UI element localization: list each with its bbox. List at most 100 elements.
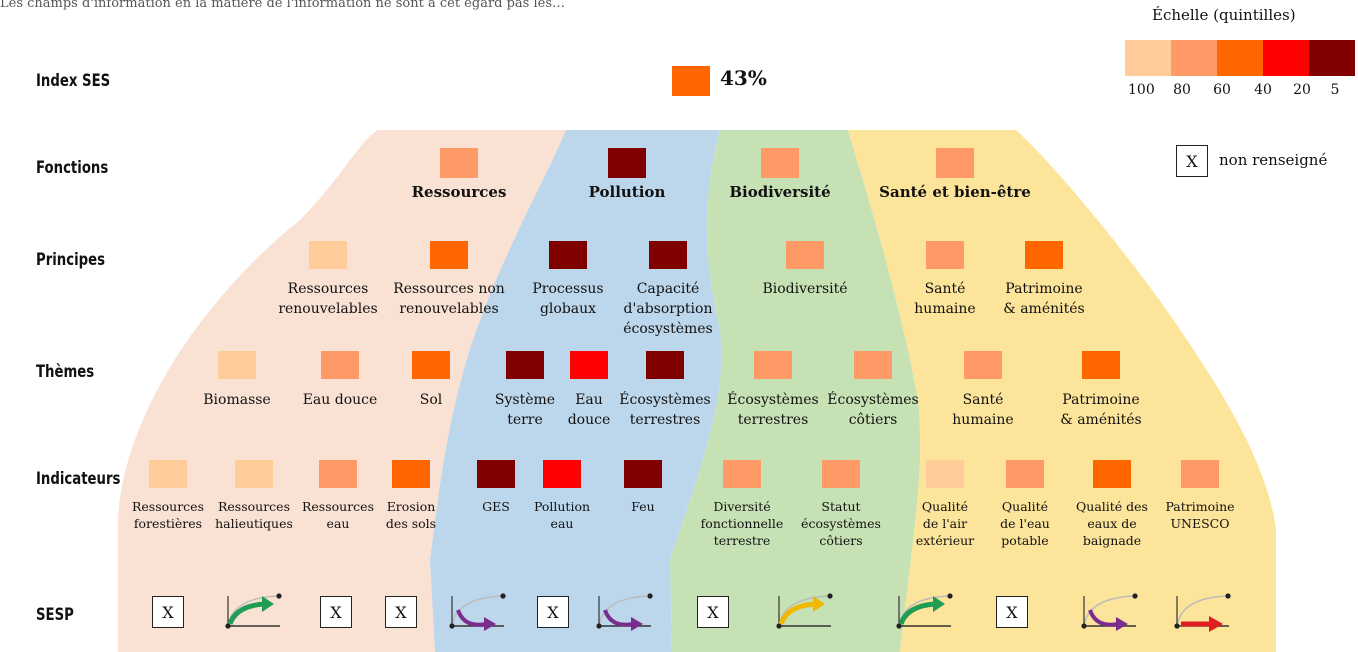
- scale-label: 100: [1128, 82, 1155, 98]
- indicateur-square: [392, 460, 430, 488]
- scale-label: 80: [1173, 82, 1191, 98]
- indicateur-label-l3: potable: [1001, 533, 1049, 548]
- theme-square: [964, 351, 1002, 379]
- indicateur-label-l2: fonctionnelle: [700, 516, 784, 531]
- theme-label-l1: Sol: [419, 392, 443, 408]
- theme-label-l1: Écosystèmes: [727, 392, 819, 408]
- indicateur-label: Qualité des eaux de baignade: [1032, 498, 1192, 549]
- principe-square: [549, 241, 587, 269]
- indicateur-label-l1: Qualité: [921, 499, 969, 514]
- theme-square: [218, 351, 256, 379]
- principe-square: [1025, 241, 1063, 269]
- indicateur-label: Diversité fonctionnelle terrestre: [662, 498, 822, 549]
- principe-label: Ressources renouvelables: [248, 279, 408, 319]
- principe-square: [649, 241, 687, 269]
- trend-down-purple-icon: [449, 593, 506, 631]
- band-pollution: [430, 130, 722, 652]
- indicateur-label-l2: écosystèmes: [801, 516, 881, 531]
- fonction-label: Santé et bien-être: [879, 183, 1031, 201]
- theme-label-l1: Santé: [962, 392, 1004, 408]
- indicateur-label-l3: baignade: [1082, 533, 1142, 548]
- theme-label-l2: & aménités: [1060, 412, 1142, 428]
- principe-label-l2: globaux: [539, 301, 597, 317]
- principe-square: [926, 241, 964, 269]
- indicateur-label-l1: Ressources: [301, 499, 374, 514]
- theme-label-l1: Eau: [575, 392, 603, 408]
- indicateur-label-l1: Diversité: [713, 499, 771, 514]
- theme-square: [321, 351, 359, 379]
- not-available-box: X: [537, 596, 569, 628]
- principe-label-l1: Santé: [924, 281, 966, 297]
- principe-label-l1: Ressources: [287, 281, 369, 297]
- indicateur-square: [149, 460, 187, 488]
- indicateur-label-l2: de l'eau: [1000, 516, 1050, 531]
- fonction-square: [761, 148, 799, 178]
- fonction-square: [608, 148, 646, 178]
- theme-square: [506, 351, 544, 379]
- scale-swatch: [1171, 40, 1217, 76]
- theme-label-l1: Eau douce: [302, 392, 378, 408]
- indicateur-label-l2: de l'air: [922, 516, 968, 531]
- theme-square: [1082, 351, 1120, 379]
- indicateur-square: [319, 460, 357, 488]
- trend-up-green-icon: [225, 593, 282, 629]
- principe-square: [309, 241, 347, 269]
- fonction-label: Pollution: [588, 183, 666, 201]
- indicateur-square: [235, 460, 273, 488]
- indicateur-label-l3: côtiers: [819, 533, 863, 548]
- theme-label: Eau douce: [509, 390, 669, 430]
- theme-label-l2: terrestres: [737, 412, 809, 428]
- row-label-indicateurs: Indicateurs: [36, 469, 121, 489]
- trend-down-purple-icon: [1081, 593, 1138, 631]
- legend-label: non renseigné: [1219, 151, 1328, 169]
- index-ses-square: [672, 66, 710, 96]
- not-available-box: X: [697, 596, 729, 628]
- indicateur-square: [543, 460, 581, 488]
- indicateur-label-l1: Ressources: [217, 499, 290, 514]
- not-available-box: X: [996, 596, 1028, 628]
- indicateur-label-l1: Ressources: [131, 499, 204, 514]
- indicateur-square: [723, 460, 761, 488]
- theme-square: [412, 351, 450, 379]
- index-ses-value: 43%: [720, 66, 767, 90]
- scale-label: 5: [1330, 82, 1340, 98]
- theme-label: Biomasse: [157, 390, 317, 410]
- theme-label-l1: Biomasse: [203, 392, 271, 408]
- principe-label-l1: Patrimoine: [1005, 281, 1083, 297]
- indicateur-label-l2: UNESCO: [1170, 516, 1230, 531]
- principe-label-l1: Capacité: [636, 281, 700, 297]
- scale-swatch: [1217, 40, 1263, 76]
- scale-label: 20: [1293, 82, 1311, 98]
- scale-swatch: [1263, 40, 1309, 76]
- not-available-box: X: [152, 596, 184, 628]
- row-label-fonctions: Fonctions: [36, 158, 109, 178]
- theme-label-l2: douce: [567, 412, 611, 428]
- row-label-principes: Principes: [36, 250, 106, 270]
- principe-label-l2: & aménités: [1003, 301, 1085, 317]
- indicateur-label-l1: Pollution: [533, 499, 591, 514]
- scale-title: Échelle (quintilles): [1152, 6, 1296, 24]
- indicateur-label-l1: Qualité des: [1076, 499, 1148, 514]
- indicateur-label-l1: Statut: [821, 499, 861, 514]
- top-clipped-text: Les champs d'information en la matière d…: [0, 0, 566, 11]
- indicateur-label-l1: Feu: [631, 499, 655, 514]
- indicateur-label-l2: eaux de: [1087, 516, 1137, 531]
- not-available-box: X: [385, 596, 417, 628]
- trend-flat-red-icon: [1174, 593, 1231, 632]
- principe-label-l1: Processus: [532, 281, 604, 297]
- theme-label: Patrimoine& aménités: [1021, 390, 1181, 430]
- indicateur-label-l1: Qualité: [1001, 499, 1049, 514]
- row-label-sesp: SESP: [36, 605, 74, 625]
- indicateur-label-l3: terrestre: [713, 533, 771, 548]
- scale-label: 60: [1213, 82, 1231, 98]
- principe-label-l2: renouvelables: [278, 301, 378, 317]
- trend-up-green-icon: [896, 593, 953, 629]
- indicateur-square: [926, 460, 964, 488]
